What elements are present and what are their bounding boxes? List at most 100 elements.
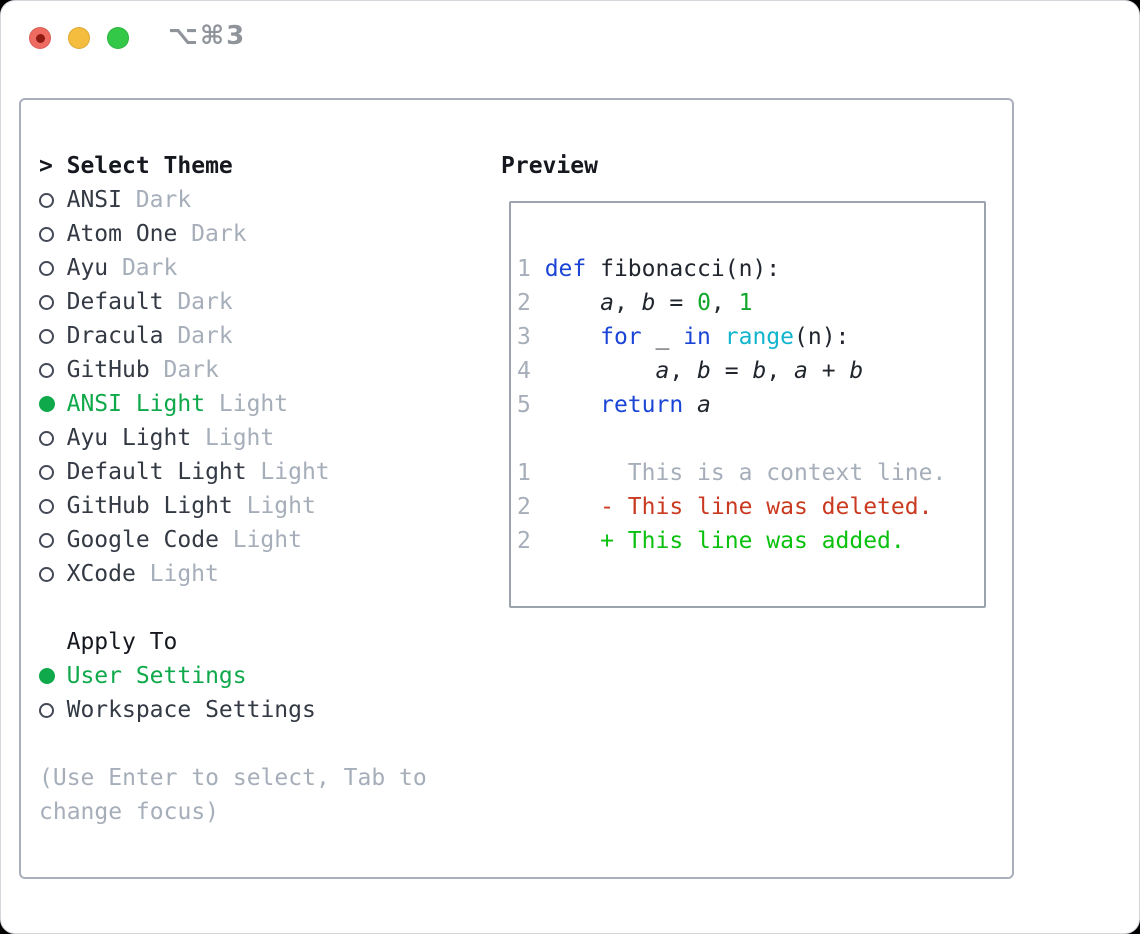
theme-option-atom-one[interactable]: Atom One Dark: [39, 217, 427, 251]
token-added: + This line was added.: [544, 528, 905, 554]
marker-cell: [39, 260, 67, 276]
token-var: b: [752, 358, 767, 384]
token-plain: ,: [710, 290, 739, 316]
theme-variant: Dark: [177, 289, 233, 315]
theme-variant: Light: [246, 493, 316, 519]
keyboard-shortcut-label: ⌥⌘3: [168, 21, 247, 51]
marker-cell: [39, 226, 67, 242]
theme-variant: Dark: [191, 221, 247, 247]
select-theme-header: > Select Theme: [39, 149, 427, 183]
close-button[interactable]: [29, 27, 51, 49]
token-num: 1: [738, 290, 753, 316]
line-number: 3: [517, 324, 545, 350]
theme-variant: Light: [205, 425, 275, 451]
code-line: 2 - This line was deleted.: [517, 490, 946, 524]
theme-name: Atom One: [66, 221, 178, 247]
code-line: 2 a, b = 0, 1: [517, 286, 946, 320]
apply-option-label: Workspace Settings: [66, 697, 316, 723]
theme-name: GitHub Light: [66, 493, 233, 519]
theme-name: Ayu Light: [66, 425, 192, 451]
theme-name: XCode: [66, 561, 136, 587]
code-line: 1 def fibonacci(n):: [517, 252, 946, 286]
minimize-button[interactable]: [68, 27, 90, 49]
apply-option-user-settings[interactable]: User Settings: [39, 659, 427, 693]
marker-cell: [39, 498, 67, 514]
radio-icon: [39, 192, 54, 208]
theme-variant: Light: [218, 391, 289, 417]
spacer: [39, 727, 427, 761]
radio-icon: [39, 498, 54, 514]
marker-cell: [39, 192, 67, 208]
line-number: 5: [517, 392, 545, 418]
token-var: a: [794, 358, 808, 384]
token-num: 0: [697, 290, 711, 316]
theme-variant: Light: [260, 459, 330, 485]
line-number: 1: [517, 256, 545, 282]
theme-option-ansi[interactable]: ANSI Dark: [39, 183, 427, 217]
token-plain: [683, 392, 697, 418]
apply-option-workspace-settings[interactable]: Workspace Settings: [39, 693, 427, 727]
theme-name: GitHub: [66, 357, 150, 383]
zoom-button[interactable]: [107, 27, 129, 49]
token-plain: fibonacci(n):: [586, 256, 781, 282]
token-context: This is a context line.: [544, 460, 947, 486]
line-number: 2: [517, 494, 545, 520]
line-number: 2: [517, 528, 545, 554]
theme-variant: Dark: [177, 323, 233, 349]
token-var: a: [655, 358, 670, 384]
radio-icon: [39, 328, 54, 344]
token-plain: [545, 290, 600, 316]
theme-option-ansi-light[interactable]: ANSI Light Light: [39, 387, 427, 421]
token-plain: [545, 392, 600, 418]
theme-name: Ayu: [66, 255, 109, 281]
token-plain: ,: [613, 290, 642, 316]
code-line: 2 + This line was added.: [517, 524, 946, 558]
token-var: b: [697, 358, 711, 384]
token-plain: _: [641, 324, 684, 350]
theme-variant: Dark: [135, 187, 192, 213]
marker-cell: [39, 362, 67, 378]
token-var: a: [600, 290, 614, 316]
apply-to-title: Apply To: [66, 629, 178, 655]
token-plain: =: [710, 358, 753, 384]
unsaved-changes-dot-icon: [35, 33, 45, 43]
marker-cell: [39, 464, 67, 480]
marker-cell: [39, 294, 67, 310]
apply-option-label: User Settings: [66, 663, 247, 689]
code-line: 1 This is a context line.: [517, 456, 946, 490]
preview-title: Preview: [501, 153, 598, 179]
code-line: [517, 422, 946, 456]
code-line: 3 for _ in range(n):: [517, 320, 946, 354]
radio-selected-icon: [39, 396, 55, 412]
line-number: 2: [517, 290, 545, 316]
apply-to-header: Apply To: [39, 625, 427, 659]
radio-icon: [39, 226, 54, 242]
token-plain: (n):: [794, 324, 850, 350]
marker-cell: [39, 566, 67, 582]
theme-name: Default Light: [66, 459, 247, 485]
theme-option-ayu[interactable]: Ayu Dark: [39, 251, 427, 285]
theme-name: ANSI Light: [66, 391, 206, 417]
help-line: change focus): [39, 799, 220, 825]
theme-variant: Dark: [121, 255, 178, 281]
theme-option-ayu-light[interactable]: Ayu Light Light: [39, 421, 427, 455]
marker-cell: [39, 668, 67, 684]
help-line: (Use Enter to select, Tab to: [39, 765, 427, 791]
theme-name: ANSI: [66, 187, 122, 213]
token-var: b: [849, 358, 864, 384]
token-plain: [545, 324, 600, 350]
line-number: 4: [517, 358, 545, 384]
radio-icon: [39, 430, 54, 446]
theme-option-github-light[interactable]: GitHub Light Light: [39, 489, 427, 523]
theme-option-default-light[interactable]: Default Light Light: [39, 455, 427, 489]
token-deleted: - This line was deleted.: [544, 494, 933, 520]
theme-variant: Light: [232, 527, 302, 553]
token-plain: [711, 324, 725, 350]
